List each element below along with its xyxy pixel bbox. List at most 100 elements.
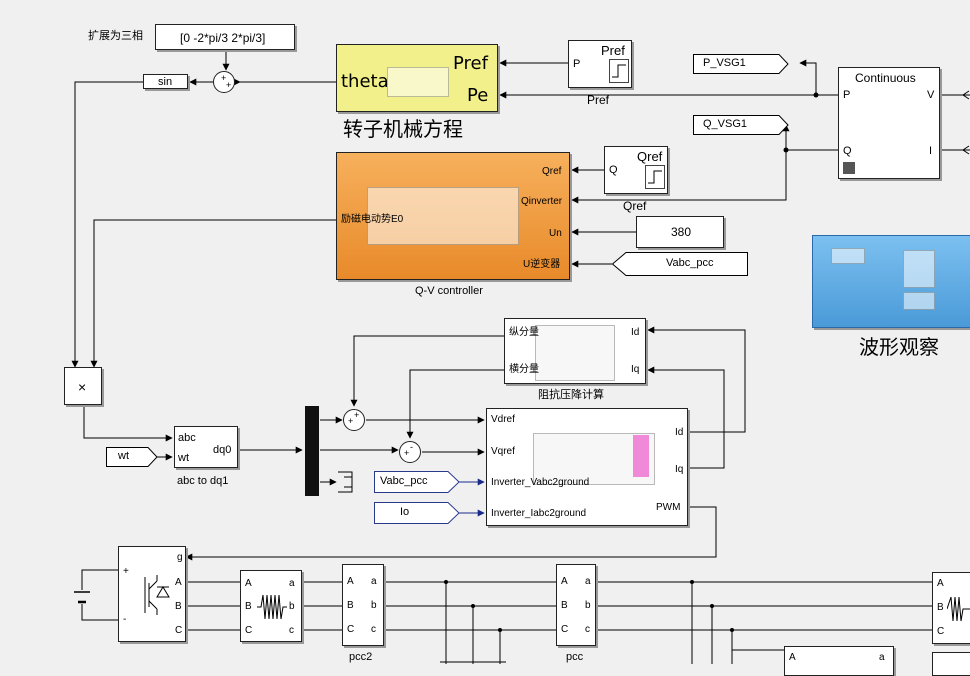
wt-label: wt bbox=[118, 450, 129, 462]
line-impedance-block[interactable]: A B C bbox=[932, 572, 970, 644]
qv-e0-port: 励磁电动势E0 bbox=[341, 214, 404, 225]
impedance-drop-block[interactable]: 纵分量 横分量 Id Iq bbox=[504, 318, 646, 384]
measurement-icon bbox=[843, 162, 855, 174]
vq-sum-block[interactable]: + - bbox=[399, 441, 421, 463]
bridge-minus-port: - bbox=[123, 614, 127, 625]
continuous-q-port: Q bbox=[843, 145, 852, 157]
lc-filter-block[interactable]: A B C a b c bbox=[240, 570, 302, 642]
pcc2-caption: pcc2 bbox=[349, 651, 373, 663]
qv-inner-preview bbox=[367, 187, 519, 245]
qref-step-port: Q bbox=[609, 164, 618, 176]
expand-three-phase-label: 扩展为三相 bbox=[88, 30, 143, 42]
pcc-measurement-block[interactable]: A B C a b c bbox=[556, 564, 596, 646]
step-icon bbox=[609, 59, 629, 83]
pcc2-c-port: C bbox=[347, 624, 355, 635]
inverter-id-port: Id bbox=[675, 427, 684, 438]
qv-ui-port: U逆变器 bbox=[523, 259, 561, 270]
impedance-caption: 阻抗压降计算 bbox=[538, 389, 604, 401]
continuous-p-port: P bbox=[843, 89, 851, 101]
wt-port: wt bbox=[178, 452, 189, 464]
inverter-iq-port: Iq bbox=[675, 464, 684, 475]
pcc-caption: pcc bbox=[566, 651, 584, 663]
vd-sum-block[interactable]: + + bbox=[343, 409, 365, 431]
igbt-icon bbox=[144, 575, 170, 615]
vqref-port: Vqref bbox=[491, 446, 515, 457]
bridge-g-port: g bbox=[177, 552, 183, 563]
line-c-port: C bbox=[937, 626, 945, 637]
vdref-port: Vdref bbox=[491, 414, 515, 425]
pref-caption: Pref bbox=[587, 93, 610, 107]
filter-a-port: A bbox=[245, 578, 252, 589]
dq0-port: dq0 bbox=[213, 444, 232, 456]
p-vsg-label: P_VSG1 bbox=[703, 57, 746, 69]
multiply-symbol: × bbox=[78, 379, 87, 395]
theta-sum-block[interactable]: + + bbox=[213, 71, 235, 93]
rotor-mechanical-block[interactable]: theta Pref Pe bbox=[336, 44, 498, 112]
inductor-icon bbox=[947, 596, 970, 622]
pcc2-measurement-block[interactable]: A B C a b c bbox=[342, 564, 384, 646]
rotor-pref-port: Pref bbox=[453, 53, 488, 74]
abc-to-dq-block[interactable]: abc wt dq0 bbox=[174, 426, 238, 468]
filter-c2-port: c bbox=[289, 625, 294, 636]
abc-to-dq-caption: abc to dq1 bbox=[177, 475, 229, 487]
pref-step-block[interactable]: P Pref bbox=[568, 40, 632, 88]
impedance-inner-preview bbox=[535, 325, 615, 381]
igbt-bridge-block[interactable]: g A B C + - bbox=[118, 546, 186, 642]
bottom-a-port: A bbox=[789, 652, 796, 663]
un-constant-block[interactable]: 380 bbox=[636, 216, 724, 248]
sin-block[interactable]: sin bbox=[143, 74, 188, 89]
pcc-a2-port: a bbox=[585, 576, 591, 587]
qv-caption: Q-V controller bbox=[415, 285, 483, 297]
inductor-icon bbox=[257, 594, 287, 620]
filter-b2-port: b bbox=[289, 601, 295, 612]
pwm-generator-preview bbox=[633, 435, 649, 477]
qv-qref-port: Qref bbox=[542, 166, 562, 177]
filter-b-port: B bbox=[245, 601, 252, 612]
bottom-partial-block[interactable]: A a bbox=[784, 646, 894, 676]
demux-bar[interactable] bbox=[305, 406, 319, 496]
impedance-id-port: Id bbox=[631, 327, 640, 338]
line-b-port: B bbox=[937, 602, 944, 613]
continuous-v-port: V bbox=[927, 89, 935, 101]
pcc2-b2-port: b bbox=[371, 600, 377, 611]
right-connector-arrows bbox=[962, 90, 970, 155]
abc-port: abc bbox=[178, 432, 196, 444]
bridge-c-port: C bbox=[175, 625, 183, 636]
impedance-horizontal-port: 横分量 bbox=[509, 364, 539, 375]
theta-port: theta bbox=[341, 71, 389, 92]
inverter-controller-block[interactable]: Vdref Vqref Inverter_Vabc2ground Inverte… bbox=[486, 408, 688, 526]
pcc-b-port: B bbox=[561, 600, 568, 611]
bottom-a2-port: a bbox=[879, 652, 885, 663]
inverter-iabc-port: Inverter_Iabc2ground bbox=[491, 508, 587, 519]
filter-a2-port: a bbox=[289, 578, 295, 589]
qref-step-label: Qref bbox=[637, 149, 663, 164]
qref-step-block[interactable]: Q Qref bbox=[604, 146, 668, 194]
qv-controller-block[interactable]: Qref Qinverter Un U逆变器 励磁电动势E0 bbox=[336, 152, 570, 280]
pcc-a-port: A bbox=[561, 576, 568, 587]
multiply-block[interactable]: × bbox=[64, 367, 102, 405]
pwm-port: PWM bbox=[656, 502, 681, 513]
pcc2-c2-port: c bbox=[371, 624, 376, 635]
continuous-measurement-block[interactable]: Continuous P Q V I bbox=[838, 67, 940, 179]
waveform-scope-block[interactable] bbox=[812, 235, 970, 328]
pcc2-b-port: B bbox=[347, 600, 354, 611]
phase-vector-constant[interactable]: [0 -2*pi/3 2*pi/3] bbox=[155, 24, 295, 50]
step-icon bbox=[645, 165, 665, 189]
bottom-right-partial-block[interactable] bbox=[932, 652, 970, 676]
line-a-port: A bbox=[937, 578, 944, 589]
vabc-pcc-label: Vabc_pcc bbox=[666, 257, 714, 269]
bridge-plus-port: + bbox=[123, 566, 129, 577]
pref-step-label: Pref bbox=[601, 43, 625, 58]
q-vsg-label: Q_VSG1 bbox=[703, 118, 748, 130]
impedance-vertical-port: 纵分量 bbox=[509, 327, 539, 338]
rotor-title: 转子机械方程 bbox=[343, 119, 463, 141]
pcc2-a2-port: a bbox=[371, 576, 377, 587]
qv-qinverter-port: Qinverter bbox=[521, 196, 563, 207]
continuous-title: Continuous bbox=[855, 71, 916, 85]
scope-caption: 波形观察 bbox=[859, 337, 939, 359]
pcc-c2-port: c bbox=[585, 624, 590, 635]
impedance-iq-port: Iq bbox=[631, 364, 640, 375]
pcc-b2-port: b bbox=[585, 600, 591, 611]
